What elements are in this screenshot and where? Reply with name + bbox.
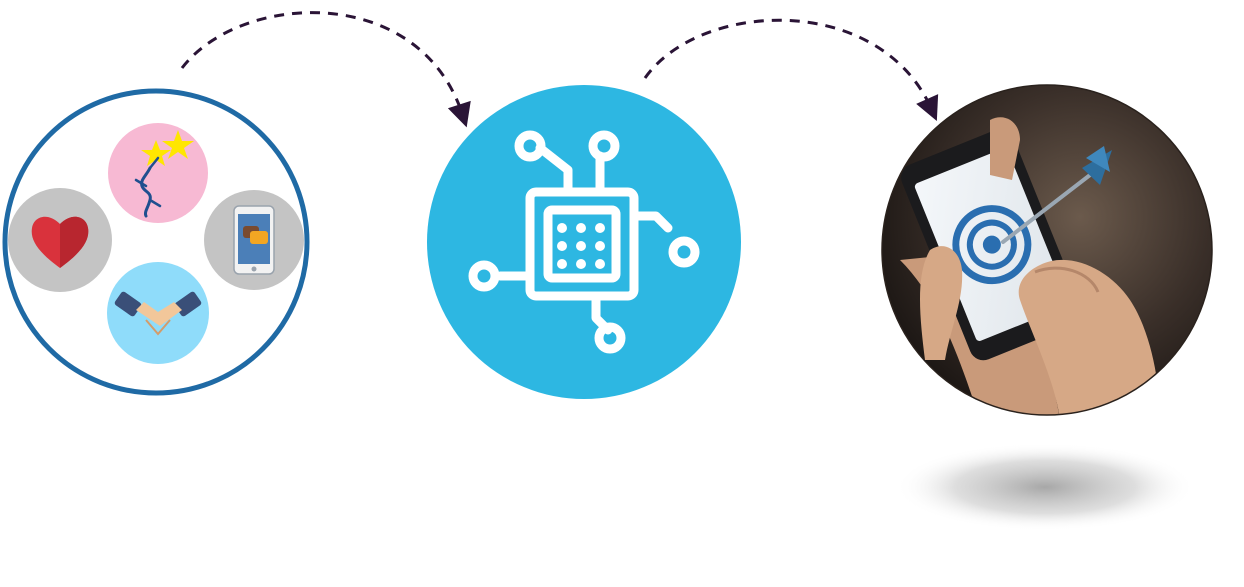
heart-icon <box>8 188 112 292</box>
phone-chat-icon <box>204 190 304 290</box>
circuit-chip-icon <box>468 130 700 354</box>
processing-group <box>427 85 741 399</box>
targeting-outcome-group <box>881 84 1213 531</box>
connector-arrow-1 <box>180 11 471 128</box>
connector-arrow-2 <box>643 18 939 121</box>
star-achievement-icon <box>108 123 208 223</box>
engagement-signals-group <box>2 88 310 396</box>
engagement-ring <box>2 88 310 396</box>
smartphone-target-icon <box>882 85 1212 415</box>
chip-grid <box>557 223 605 269</box>
photo-frame <box>881 84 1213 416</box>
drop-shadow <box>895 443 1195 531</box>
handshake-icon <box>107 262 209 364</box>
